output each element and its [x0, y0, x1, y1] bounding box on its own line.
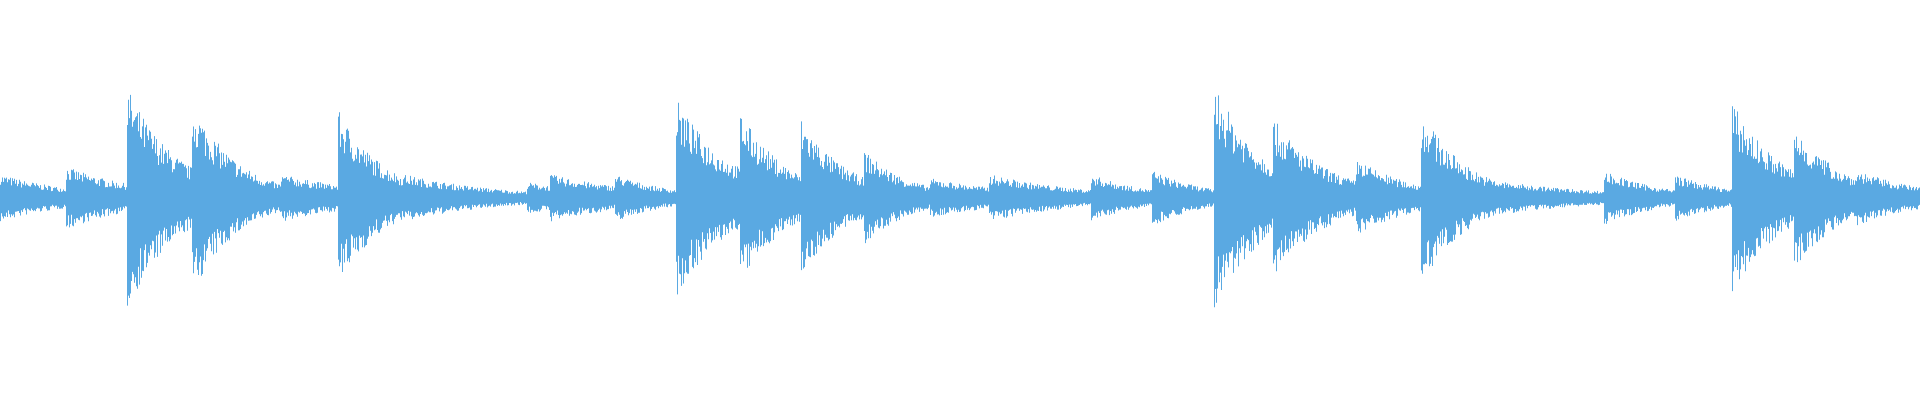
waveform-path [0, 94, 1920, 308]
waveform-trace [0, 94, 1920, 308]
